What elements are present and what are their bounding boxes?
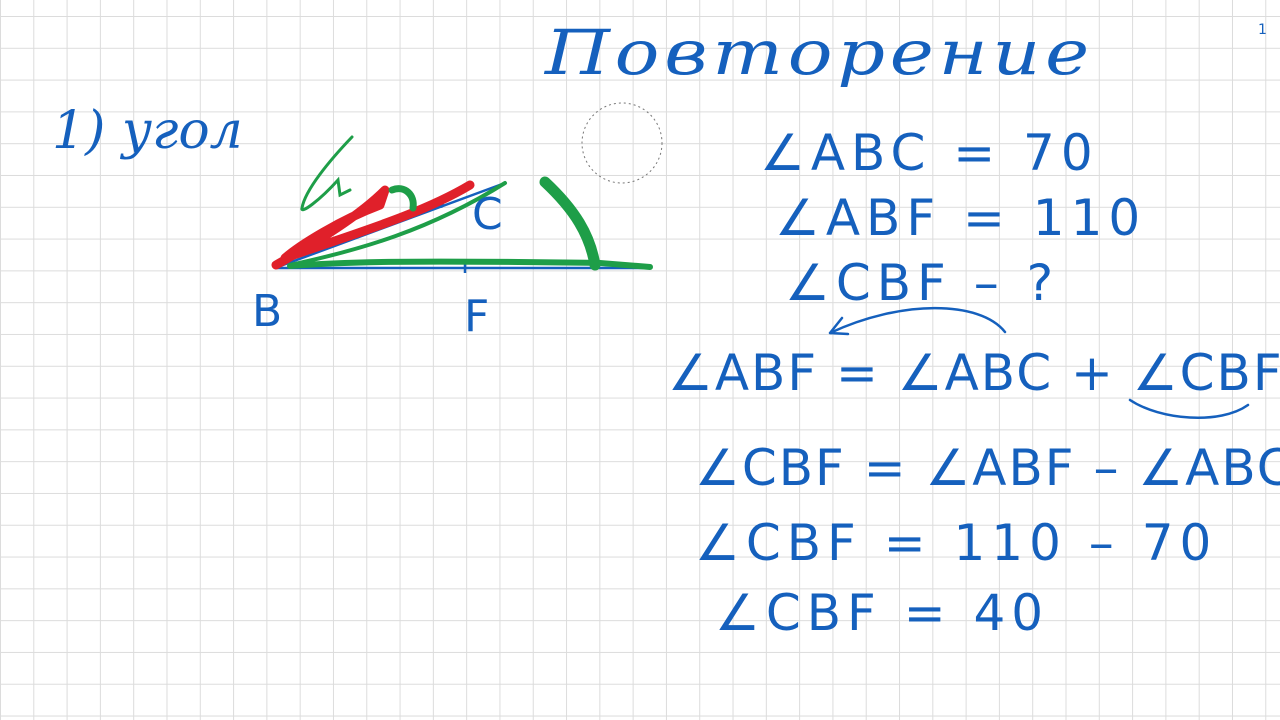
equation-cbf-question: ∠CBF – ?: [785, 254, 1060, 312]
label-f: F: [464, 291, 490, 342]
green-scribble: [300, 135, 354, 212]
green-arc-small: [388, 185, 417, 212]
label-c: C: [472, 189, 503, 240]
equation-result: ∠CBF = 40: [715, 584, 1050, 642]
cbf-underline: [1128, 398, 1250, 419]
substitution-arrow: [828, 306, 1007, 336]
green-arc-large: [539, 176, 601, 271]
equation-abf: ∠ABF = 110: [775, 189, 1147, 247]
label-b: B: [252, 286, 283, 337]
equation-abc: ∠ABC = 70: [760, 124, 1099, 182]
pointer-cursor-circle: [581, 102, 663, 184]
equation-sum: ∠ABF = ∠ABC + ∠CBF: [668, 344, 1280, 402]
green-base-highlight: [287, 258, 653, 270]
green-ray-highlight: [288, 181, 507, 267]
corner-mark: 1: [1258, 22, 1267, 38]
board-title: Повторение: [545, 16, 1094, 89]
equation-substitution: ∠CBF = 110 – 70: [695, 514, 1218, 572]
topic-heading: 1) угол: [52, 101, 243, 161]
red-angle-highlight: [271, 180, 475, 270]
equation-difference: ∠CBF = ∠ABF – ∠ABC: [695, 439, 1280, 497]
